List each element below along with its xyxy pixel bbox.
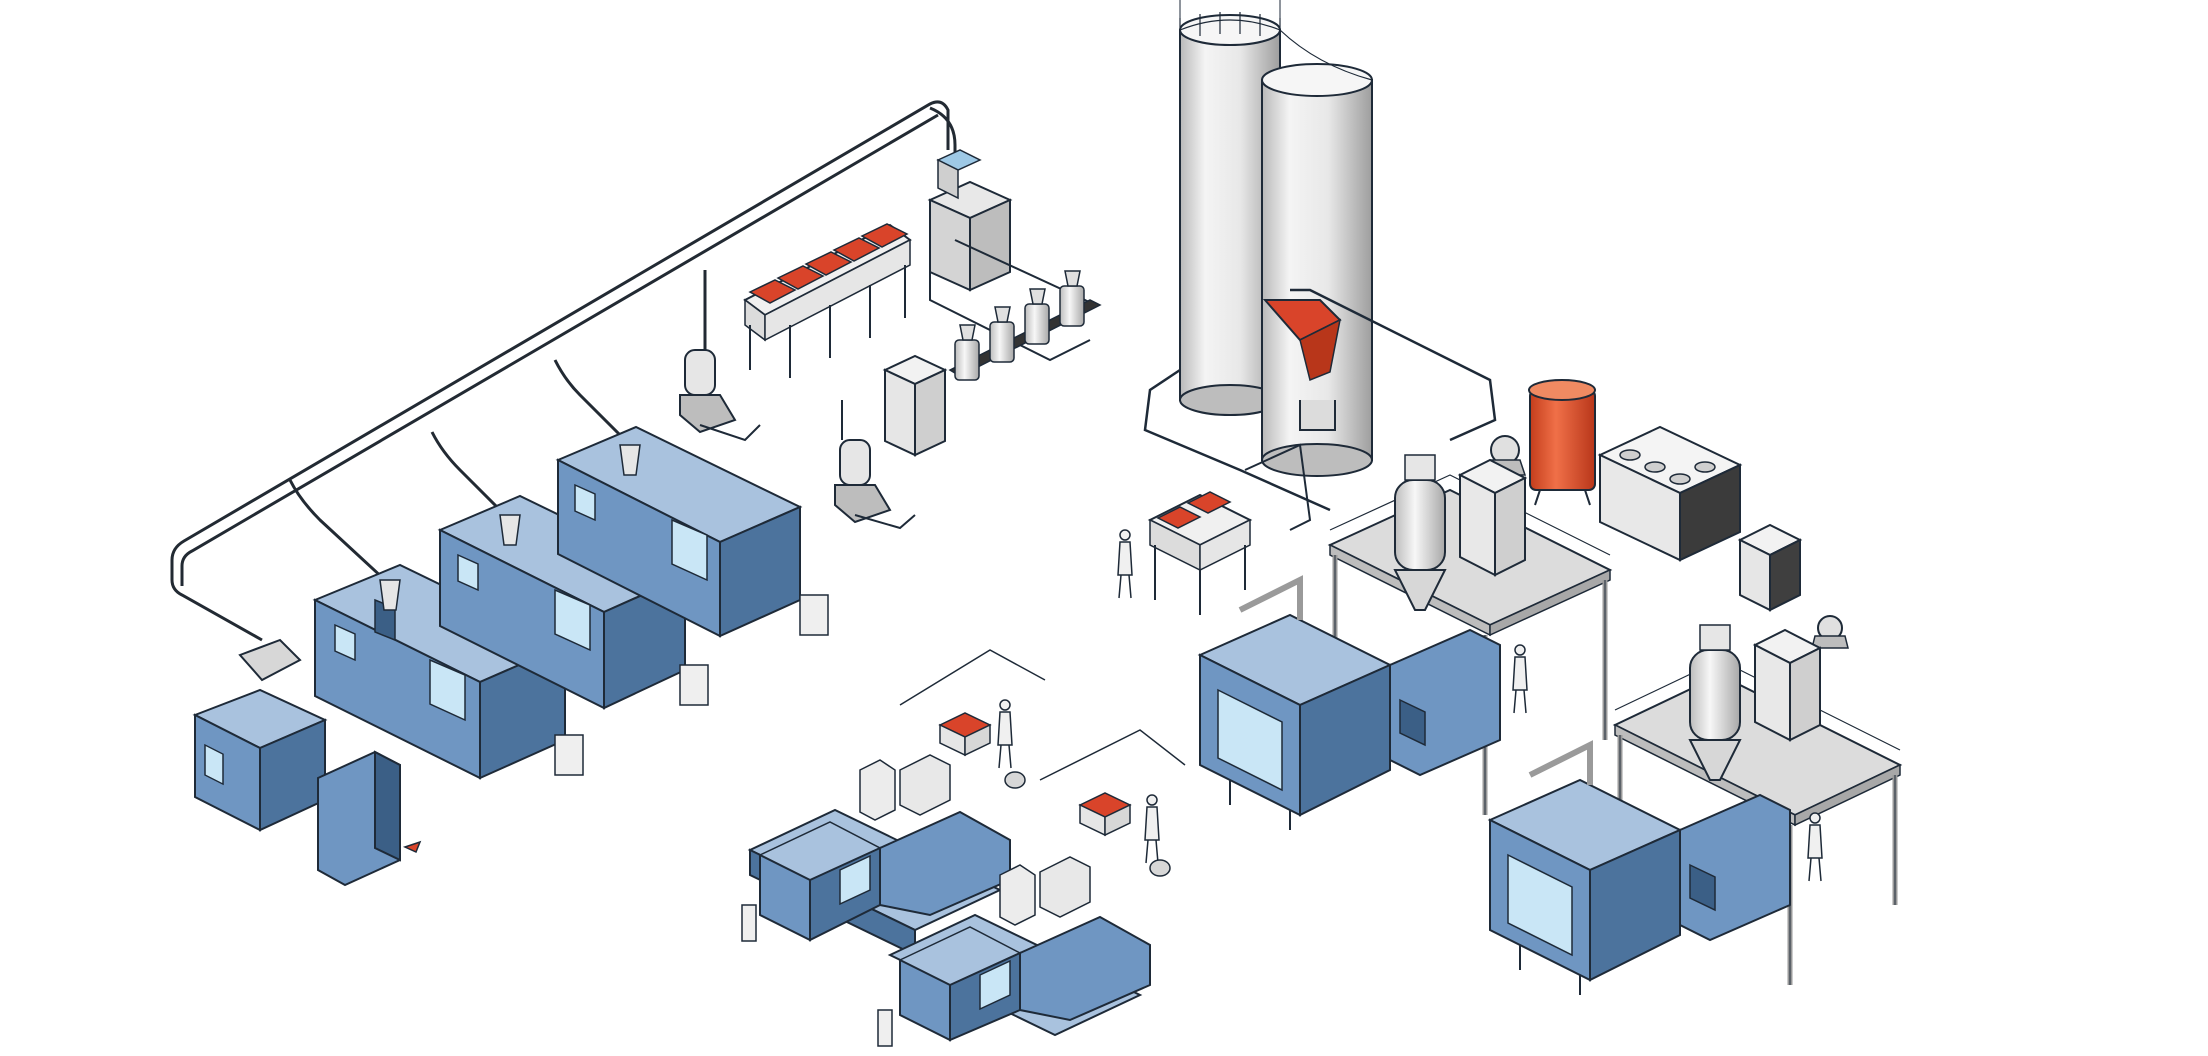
chiller-small xyxy=(1737,523,1803,612)
portable-pumps xyxy=(1004,771,1171,877)
hopper-loaders xyxy=(379,444,641,611)
surge-tank xyxy=(1528,379,1596,506)
mezzanine-platform-2 xyxy=(1612,659,1903,985)
material-bins-row xyxy=(743,223,912,378)
injection-machine-large-1 xyxy=(1197,575,1501,830)
silo-conveying-line xyxy=(1143,288,1497,512)
bin-stand-bottom-1 xyxy=(938,712,992,757)
vacuum-pump-2 xyxy=(834,400,916,530)
injection-machine-small xyxy=(192,638,422,887)
bin-stand-bottom-2 xyxy=(1078,792,1132,837)
bin-stand-silo xyxy=(1147,443,1312,615)
chiller-unit xyxy=(1597,425,1743,562)
operator-figures xyxy=(997,529,1823,882)
dryer-tower-2 xyxy=(1688,624,1823,781)
vacuum-conveying-pipes xyxy=(170,100,957,642)
injection-machine-row-3 xyxy=(555,425,829,638)
auxiliary-frame-lines xyxy=(899,649,1186,781)
silo-railing xyxy=(1179,12,1373,81)
control-cabinet-central xyxy=(882,354,948,457)
dryer-tower-1 xyxy=(1393,454,1528,611)
injection-machine-large-2 xyxy=(1487,740,1791,995)
vacuum-pump-1 xyxy=(679,349,761,442)
dryer-battery xyxy=(948,270,1102,381)
silo-right xyxy=(1261,63,1373,477)
pump-small xyxy=(1811,615,1849,649)
injection-machine-bottom-2 xyxy=(877,856,1151,1047)
central-vacuum-station xyxy=(927,149,1096,362)
